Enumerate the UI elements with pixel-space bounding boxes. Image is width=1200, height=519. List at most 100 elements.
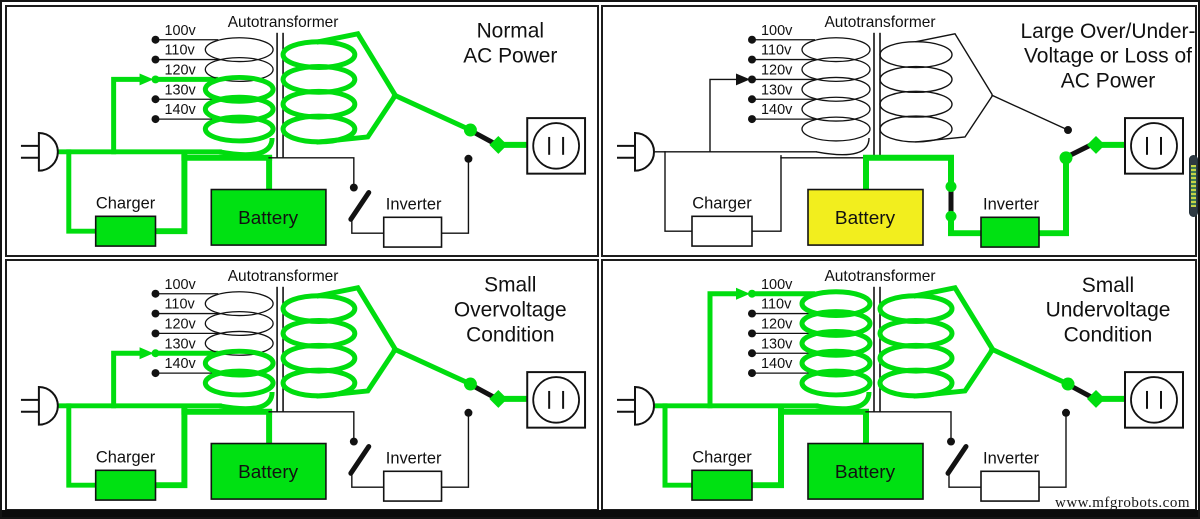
- inverter-label: Inverter: [386, 195, 442, 213]
- edge-scrollbar-widget[interactable]: [1189, 155, 1198, 217]
- battery-label: Battery: [238, 462, 298, 483]
- outlet-icon: [1124, 117, 1184, 175]
- inverter-box: Inverter: [382, 449, 443, 502]
- tap-contact-dot: [748, 95, 756, 104]
- charger-label: Charger: [692, 448, 752, 466]
- transfer-switch: [1061, 377, 1129, 417]
- tap-contact-dot: [748, 369, 756, 378]
- tap-contact-dot: [151, 289, 160, 298]
- tap-voltage-label: 120v: [761, 317, 793, 333]
- autotransformer-label: Autotransformer: [824, 14, 935, 31]
- transfer-switch: [1059, 126, 1129, 165]
- battery-switch: [348, 183, 372, 222]
- autotransformer-label: Autotransformer: [824, 268, 935, 285]
- tap-voltage-label: 130v: [164, 336, 196, 352]
- autotransformer: Autotransformer 100v 110v 120v 130v 140v: [151, 14, 474, 158]
- autotransformer-label: Autotransformer: [228, 268, 339, 285]
- tap-voltage-label: 100v: [761, 23, 793, 39]
- circuit-normal-ac-power: Autotransformer 100v 110v 120v 130v 140vCharg…: [20, 14, 587, 248]
- inverter-label: Inverter: [386, 449, 442, 467]
- inverter-label: Inverter: [983, 195, 1039, 213]
- switch-common-diamond: [489, 135, 508, 154]
- ac-plug-icon: [617, 131, 655, 172]
- battery-box: Battery: [807, 442, 924, 500]
- tap-contact-dot: [151, 369, 160, 378]
- tap-voltage-label: 130v: [761, 336, 793, 352]
- tap-voltage-label: 100v: [164, 23, 196, 39]
- panel-title-line: Undervoltage: [1046, 299, 1171, 322]
- tap-voltage-label: 100v: [761, 277, 793, 293]
- circuit-small-overvoltage: Autotransformer100v110v120v130v140vCharg…: [20, 268, 587, 502]
- tap-voltage-label: 120v: [164, 62, 196, 78]
- outlet-icon: [526, 371, 587, 429]
- ac-plug-icon: [20, 385, 59, 426]
- charger-box: Charger: [94, 448, 157, 501]
- tap-voltage-label: 110v: [164, 43, 195, 59]
- circuit-small-undervoltage: Autotransformer100v110v120v130v140vCharg…: [617, 268, 1184, 502]
- tap-contact-dot: [151, 75, 160, 84]
- panel-title-line: Voltage or Loss of: [1024, 45, 1192, 68]
- tap-contact-dot: [748, 55, 756, 64]
- tap-contact-dot: [151, 329, 160, 338]
- panel-title-line: Overvoltage: [454, 299, 567, 322]
- tap-voltage-label: 140v: [761, 356, 793, 372]
- switch-common-diamond: [1087, 389, 1105, 408]
- tap-selector-arrow-icon: [736, 73, 750, 86]
- inverter-box: Inverter: [382, 195, 443, 248]
- ac-plug-icon: [20, 131, 59, 172]
- battery-box: Battery: [210, 442, 327, 500]
- battery-label: Battery: [835, 208, 896, 229]
- panel-title-line: AC Power: [463, 45, 557, 68]
- tap-contact-dot: [748, 115, 756, 124]
- charger-box: Charger: [94, 194, 157, 247]
- battery-label: Battery: [238, 208, 298, 229]
- inverter-label: Inverter: [983, 449, 1039, 467]
- tap-voltage-label: 140v: [761, 102, 793, 118]
- switch-common-diamond: [1087, 135, 1105, 154]
- tap-voltage-label: 140v: [164, 102, 196, 118]
- charger-label: Charger: [96, 448, 156, 466]
- ac-plug-icon: [617, 385, 655, 426]
- tap-voltage-label: 120v: [761, 63, 793, 79]
- tap-contact-dot: [151, 309, 160, 318]
- tap-voltage-label: 110v: [164, 297, 195, 313]
- tap-voltage-label: 100v: [164, 277, 196, 293]
- battery-box: Battery: [210, 188, 327, 246]
- ac-input-wiring: [648, 287, 872, 488]
- tap-contact-dot: [748, 349, 756, 358]
- tap-contact-dot: [748, 35, 756, 44]
- battery-circuit-wiring: [750, 154, 1069, 237]
- tap-contact-dot: [151, 95, 160, 104]
- tap-contact-dot: [748, 329, 756, 338]
- transfer-switch: [463, 123, 532, 163]
- autotransformer-label: Autotransformer: [228, 14, 339, 31]
- battery-box: Battery: [807, 188, 924, 246]
- battery-circuit-wiring: [151, 406, 470, 489]
- tap-contact-dot: [151, 349, 160, 358]
- tap-contact-dot: [748, 309, 756, 318]
- panel-title-line: Condition: [1064, 323, 1153, 346]
- tap-voltage-label: 120v: [164, 316, 196, 332]
- inverter-box: Inverter: [980, 195, 1040, 248]
- battery-switch: [945, 181, 957, 222]
- battery-label: Battery: [835, 462, 896, 483]
- battery-switch: [945, 437, 969, 476]
- tap-contact-dot: [151, 35, 160, 44]
- panel-title-line: Large Over/Under-: [1021, 20, 1195, 43]
- tap-voltage-label: 110v: [761, 43, 792, 59]
- edge-scrollbar-stripes: [1191, 165, 1196, 207]
- tap-selector-arrow-icon: [139, 347, 154, 360]
- tap-selector-arrow-icon: [139, 73, 154, 86]
- tap-contact-dot: [748, 289, 756, 298]
- tap-voltage-label: 130v: [164, 82, 196, 98]
- charger-box: Charger: [691, 194, 753, 247]
- inverter-box: Inverter: [980, 449, 1040, 502]
- ac-input-wiring: [52, 73, 275, 234]
- panel-title-line: AC Power: [1061, 69, 1156, 92]
- battery-switch: [348, 437, 372, 476]
- bottom-border-bar: [2, 510, 1198, 517]
